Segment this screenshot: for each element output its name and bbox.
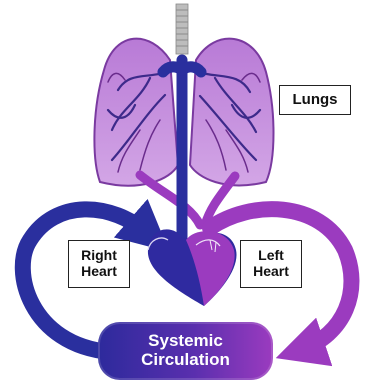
right-heart-label-line2: Heart: [69, 263, 129, 279]
lungs-label: Lungs: [279, 85, 351, 115]
left-lung: [94, 39, 178, 186]
left-heart-label-line1: Left: [241, 247, 301, 263]
left-heart-label: Left Heart: [240, 240, 302, 288]
systemic-circulation-box: Systemic Circulation: [98, 322, 273, 380]
right-heart-label: Right Heart: [68, 240, 130, 288]
heart: [148, 229, 237, 306]
right-heart-label-line1: Right: [69, 247, 129, 263]
left-heart-label-line2: Heart: [241, 263, 301, 279]
systemic-label-line1: Systemic: [148, 332, 223, 351]
trachea: [176, 4, 188, 54]
systemic-label-line2: Circulation: [141, 351, 230, 370]
right-lung: [190, 39, 274, 186]
